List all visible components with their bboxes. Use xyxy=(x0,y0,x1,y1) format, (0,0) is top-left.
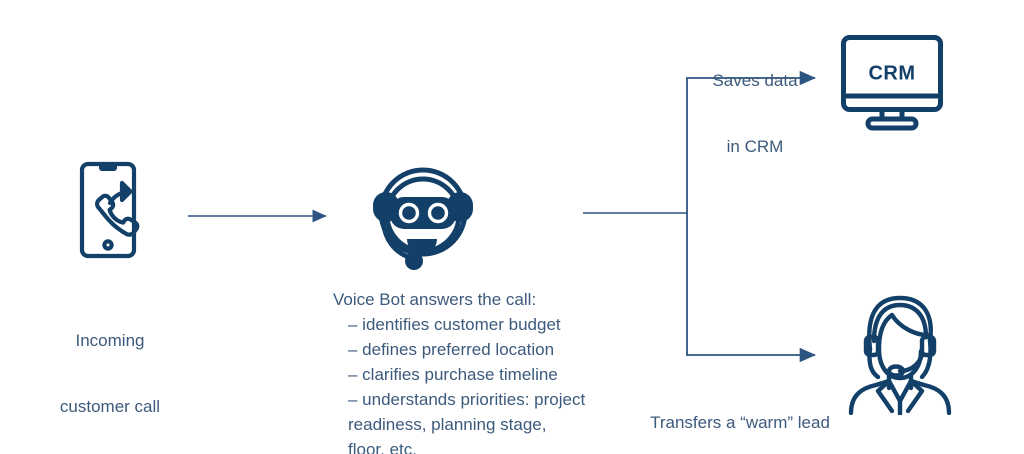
incoming-call-label: Incoming customer call xyxy=(30,286,190,454)
saves-data-label-line2: in CRM xyxy=(726,137,784,156)
list-item: – identifies customer budget xyxy=(348,315,561,334)
saves-data-label-line1: Saves data xyxy=(712,71,798,90)
list-item: – clarifies purchase timeline xyxy=(348,365,558,384)
list-item: – understands priorities: project xyxy=(348,390,586,409)
transfer-lead-label: Transfers a “warm” lead to the manager xyxy=(620,368,860,454)
robot-headset-icon xyxy=(373,167,473,270)
incoming-call-label-line2: customer call xyxy=(59,397,161,416)
list-item: readiness, planning stage, xyxy=(348,415,547,434)
crm-screen-text: CRM xyxy=(868,62,915,84)
call-center-agent-icon xyxy=(848,295,952,415)
smartphone-outgoing-call-icon xyxy=(79,161,140,259)
list-item: floor, etc. xyxy=(348,440,417,454)
desktop-monitor-icon: CRM xyxy=(841,35,943,131)
incoming-call-label-line1: Incoming xyxy=(75,331,145,350)
voice-bot-bullet-list: – identifies customer budget – defines p… xyxy=(333,312,603,454)
transfer-lead-label-line1: Transfers a “warm” lead xyxy=(650,413,830,432)
voice-bot-description: Voice Bot answers the call: – identifies… xyxy=(333,287,603,454)
voice-bot-heading: Voice Bot answers the call: xyxy=(333,290,537,309)
list-item: – defines preferred location xyxy=(348,340,555,359)
saves-data-label: Saves data in CRM xyxy=(660,26,850,202)
